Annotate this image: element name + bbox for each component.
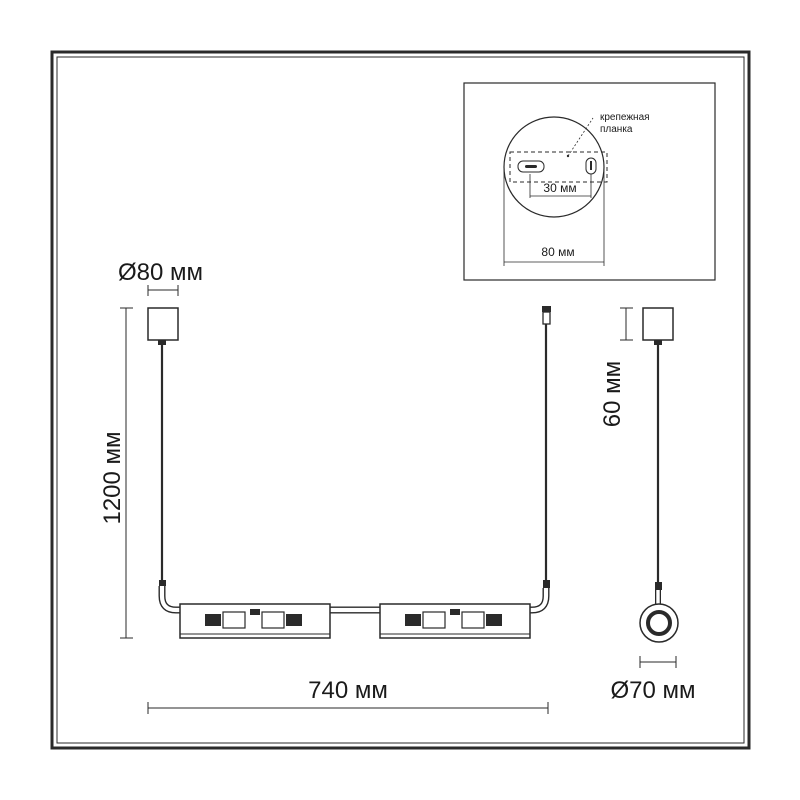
dim-height: 1200 мм bbox=[99, 431, 126, 524]
led-strip-right-b bbox=[486, 614, 502, 626]
bracket-leader-line bbox=[567, 117, 594, 157]
ceiling-canopy bbox=[147, 307, 179, 341]
dim-30mm: 30 мм bbox=[543, 181, 576, 195]
left-cable-clamp bbox=[159, 580, 166, 586]
side-view: 60 мм Ø70 мм bbox=[599, 307, 696, 704]
dim-side-offset: 60 мм bbox=[599, 361, 626, 427]
dim-width: 740 мм bbox=[308, 677, 388, 704]
side-ring-inner bbox=[646, 610, 672, 636]
lamp-holder-left-a bbox=[222, 611, 246, 629]
front-view: Ø80 мм 1200 мм 740 мм bbox=[99, 259, 551, 714]
right-cable-clamp bbox=[543, 580, 550, 588]
led-strip-right-a bbox=[405, 614, 421, 626]
outer-frame bbox=[50, 50, 751, 750]
inset-frame bbox=[463, 82, 716, 281]
dim-ring-diameter: Ø70 мм bbox=[610, 677, 695, 704]
inner-frame bbox=[56, 56, 745, 744]
bracket-label-line2: планка bbox=[600, 124, 633, 135]
lamp-holder-right-b bbox=[461, 611, 485, 629]
dim-80mm: 80 мм bbox=[541, 245, 574, 259]
right-cable-grip bbox=[542, 311, 551, 325]
side-canopy bbox=[642, 307, 674, 341]
led-strip-left-b bbox=[286, 614, 302, 626]
bracket-label-line1: крепежная bbox=[600, 112, 650, 123]
bracket-slot-left bbox=[517, 160, 545, 173]
bracket-slot-right-fill bbox=[590, 161, 592, 170]
right-cable-hook bbox=[542, 306, 551, 312]
canopy-connector bbox=[158, 340, 166, 345]
lamp-holder-right-a bbox=[422, 611, 446, 629]
bracket-slot-left-fill bbox=[525, 165, 537, 168]
lamp-holder-left-b bbox=[261, 611, 285, 629]
dim-canopy-diameter: Ø80 мм bbox=[118, 259, 203, 286]
led-strip-left-a bbox=[205, 614, 221, 626]
mounting-bracket-outline bbox=[509, 151, 608, 183]
mounting-plate-inset: крепежная планка 30 мм 80 мм bbox=[463, 82, 716, 281]
